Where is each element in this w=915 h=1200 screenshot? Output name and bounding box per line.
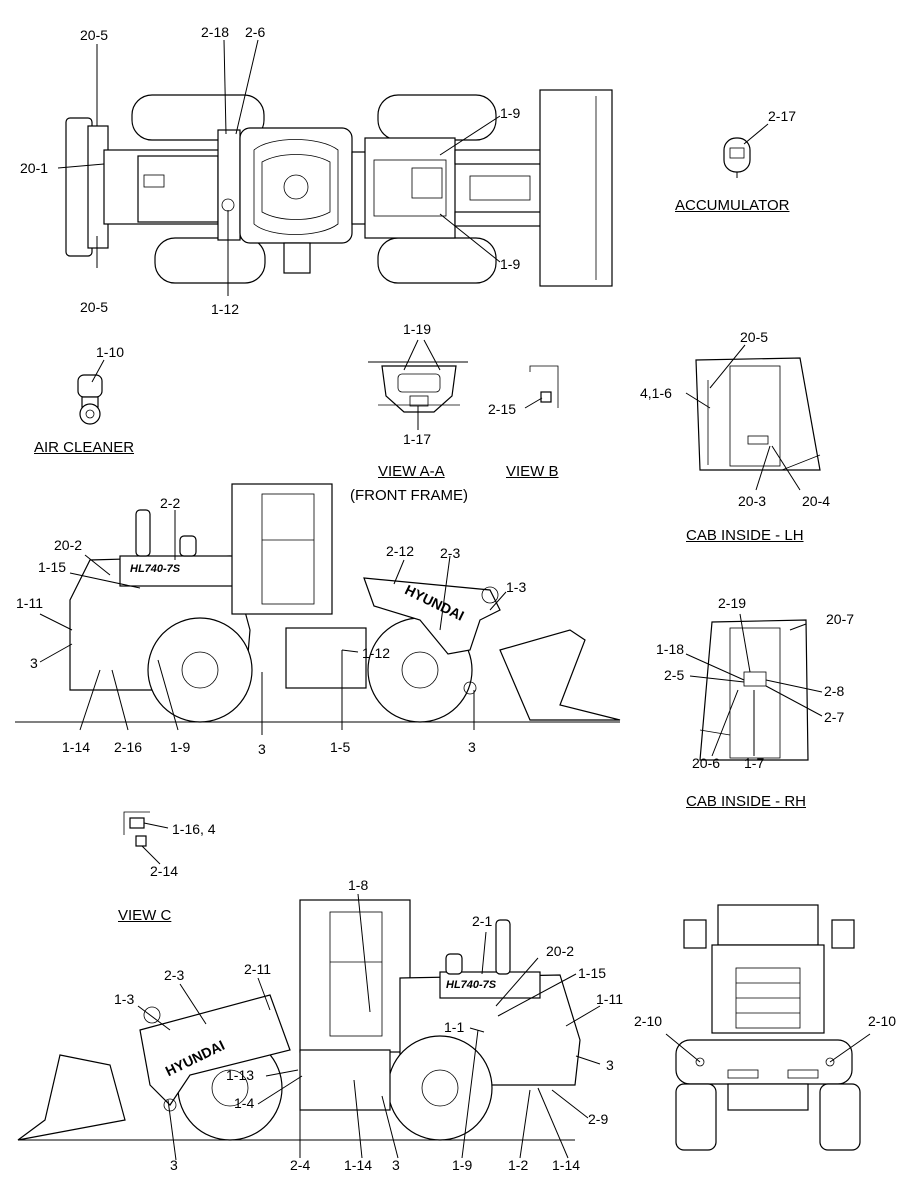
callout-s1-2-16: 2-16 [114,739,143,755]
callout-s2-3a: 3 [606,1057,614,1073]
callout-s1-1-9: 1-9 [170,739,191,755]
callout-va-1-17: 1-17 [403,431,432,447]
title-air-cleaner: AIR CLEANER [34,439,135,456]
callout-rear-2-10b: 2-10 [868,1013,897,1029]
callout-s1-2-2: 2-2 [160,495,181,511]
air-cleaner-drawing [77,374,103,425]
callout-rear-2-10a: 2-10 [634,1013,663,1029]
title-view-aa: VIEW A-A [378,463,445,480]
callout-s2-1-2: 1-2 [508,1157,529,1173]
callout-s1-3b: 3 [258,741,266,757]
callout-s1-3a: 3 [30,655,38,671]
callout-s1-1-15: 1-15 [38,559,67,575]
callout-s1-3c: 3 [468,739,476,755]
model-label-left: HL740-7S [130,563,181,575]
callout-rh-20-7: 20-7 [826,611,855,627]
callout-s2-3b: 3 [170,1157,178,1173]
callout-s2-2-9: 2-9 [588,1111,609,1127]
callout-s1-20-2: 20-2 [54,537,83,553]
title-view-b: VIEW B [506,463,559,480]
callout-s2-1-8: 1-8 [348,877,369,893]
side-view-left-drawing: HL740-7S HYUNDAI [15,483,621,723]
callout-top-1-9a: 1-9 [500,105,521,121]
leader-lines [39,39,871,1161]
callout-s2-1-4: 1-4 [234,1095,255,1111]
callout-top-2-6: 2-6 [245,24,266,40]
accumulator-drawing [723,137,751,178]
view-aa-drawing [368,361,468,413]
cab-inside-lh-drawing [695,357,821,471]
model-label-right: HL740-7S [446,979,497,991]
callout-lh-20-3: 20-3 [738,493,767,509]
callout-s1-2-12: 2-12 [386,543,415,559]
callout-top-20-5b: 20-5 [80,299,109,315]
callout-top-1-9b: 1-9 [500,256,521,272]
callout-lh-4-1-6: 4,1-6 [640,385,672,401]
view-b-drawing [529,365,559,408]
callout-s2-1-14b: 1-14 [552,1157,581,1173]
callout-s2-2-3: 2-3 [164,967,185,983]
title-accumulator: ACCUMULATOR [675,197,790,214]
callout-rh-1-18: 1-18 [656,641,685,657]
view-c-drawing [123,811,150,847]
callout-top-2-18: 2-18 [201,24,230,40]
callout-s2-1-11: 1-11 [596,991,623,1007]
side-view-right-drawing: HL740-7S HYUNDAI [17,899,581,1141]
callout-rh-2-7: 2-7 [824,709,845,725]
callout-rh-1-7: 1-7 [744,755,765,771]
callout-s1-1-3: 1-3 [506,579,527,595]
callout-vc-2-14: 2-14 [150,863,179,879]
callout-s2-2-4: 2-4 [290,1157,311,1173]
title-view-c: VIEW C [118,907,172,924]
callout-s2-1-3: 1-3 [114,991,135,1007]
top-view-loader [65,89,613,287]
callout-rh-2-8: 2-8 [824,683,845,699]
callout-s1-1-14: 1-14 [62,739,91,755]
callout-s1-1-11: 1-11 [16,595,43,611]
title-cab-inside-rh: CAB INSIDE - RH [686,793,807,810]
callout-s2-2-1: 2-1 [472,913,493,929]
callout-s2-2-11: 2-11 [244,961,271,977]
callout-s1-2-3: 2-3 [440,545,461,561]
callout-top-20-1: 20-1 [20,160,49,176]
callout-lh-20-4: 20-4 [802,493,831,509]
callout-s2-1-9: 1-9 [452,1157,473,1173]
callout-s2-1-15: 1-15 [578,965,607,981]
callout-rh-2-19: 2-19 [718,595,747,611]
callout-lh-20-5: 20-5 [740,329,769,345]
callout-s2-1-14a: 1-14 [344,1157,373,1173]
callout-s2-3c: 3 [392,1157,400,1173]
callout-s2-1-1: 1-1 [444,1019,465,1035]
callout-top-20-5a: 20-5 [80,27,109,43]
callout-s1-1-12: 1-12 [362,645,391,661]
callout-top-1-12: 1-12 [211,301,240,317]
title-front-frame: (FRONT FRAME) [350,487,469,504]
callout-rh-20-6: 20-6 [692,755,721,771]
callout-acc-2-17: 2-17 [768,108,797,124]
callout-s2-1-13: 1-13 [226,1067,255,1083]
callout-s1-1-5: 1-5 [330,739,351,755]
callout-ac-1-10: 1-10 [96,344,125,360]
callout-va-1-19: 1-19 [403,321,432,337]
rear-view-drawing [675,904,861,1151]
callout-vb-2-15: 2-15 [488,401,517,417]
callout-vc-1-16-4: 1-16, 4 [172,821,216,837]
title-cab-inside-lh: CAB INSIDE - LH [686,527,804,544]
callout-rh-2-5: 2-5 [664,667,685,683]
callout-s2-20-2: 20-2 [546,943,575,959]
